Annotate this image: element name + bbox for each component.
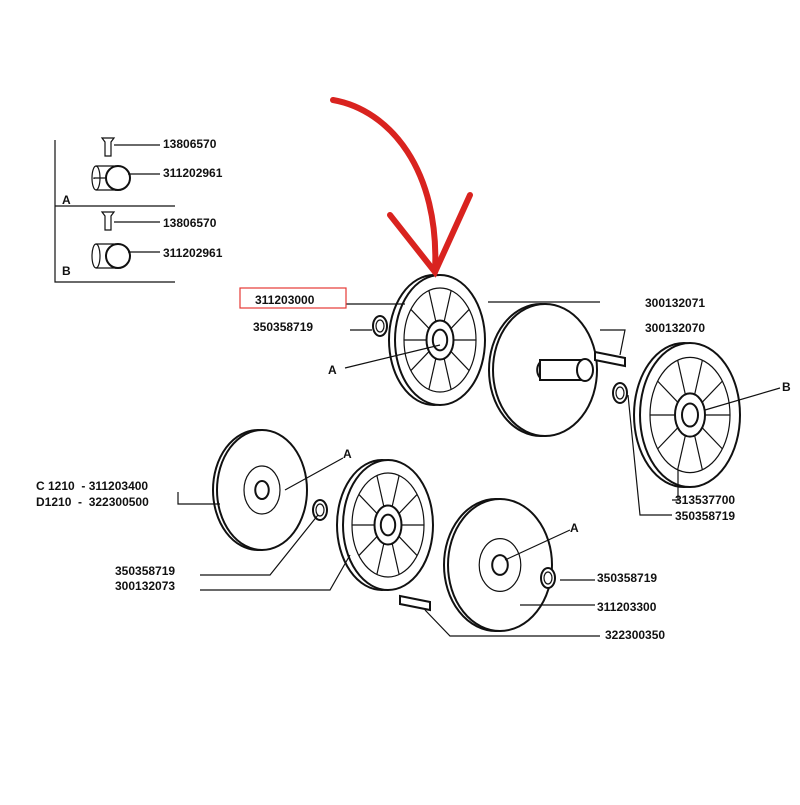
inset-a-screw-label: 13806570 <box>163 137 217 151</box>
part-label-highlighted[interactable]: 311203000 <box>255 293 315 307</box>
leader-lines <box>177 301 781 637</box>
pin-upper <box>594 350 626 368</box>
part-label-variant-d[interactable]: D1210 - 322300500 <box>36 495 149 509</box>
inset-b-label: B <box>62 264 71 278</box>
washer-icon <box>540 567 556 589</box>
part-label-wheel-right[interactable]: 313537700 <box>675 493 735 507</box>
part-label-washer-lower-left[interactable]: 350358719 <box>115 564 175 578</box>
part-label-pin-upper[interactable]: 300132070 <box>645 321 705 335</box>
part-label-pin-lower[interactable]: 322300350 <box>605 628 665 642</box>
part-label-variant-c[interactable]: C 1210 - 311203400 <box>36 479 148 493</box>
detail-a-label-2: A <box>343 447 352 461</box>
part-label-disc-lower[interactable]: 311203300 <box>597 600 657 614</box>
inset-frame <box>54 137 175 283</box>
part-label-washer-right[interactable]: 350358719 <box>675 509 735 523</box>
inset-b-bushing-label: 311202961 <box>163 246 223 260</box>
part-label-washer-lower-right[interactable]: 350358719 <box>597 571 657 585</box>
bushing-icon <box>91 165 131 191</box>
detail-a-label-3: A <box>570 521 579 535</box>
parts-group <box>212 274 741 632</box>
part-label-disc-upper[interactable]: 300132071 <box>645 296 705 310</box>
spoked-wheel-lower <box>336 459 434 591</box>
spoked-wheel-right <box>633 342 741 488</box>
bushing-icon <box>91 243 131 269</box>
inset-a-bushing-label: 311202961 <box>163 166 223 180</box>
disc-variant <box>212 429 308 551</box>
detail-b-label: B <box>782 380 791 394</box>
washer-icon <box>612 382 628 404</box>
spoked-wheel-highlighted <box>388 274 486 406</box>
washer-icon <box>312 499 328 521</box>
pin-lower <box>399 594 431 612</box>
part-label-washer-1[interactable]: 350358719 <box>253 320 313 334</box>
highlight-box <box>239 287 347 309</box>
screw-icon <box>100 211 116 231</box>
inset-b-screw-label: 13806570 <box>163 216 217 230</box>
inset-a-label: A <box>62 193 71 207</box>
part-label-wheel-lower[interactable]: 300132073 <box>115 579 175 593</box>
red-arrow-annotation <box>330 97 473 278</box>
hub-bore <box>576 358 594 382</box>
screw-icon <box>100 137 116 157</box>
disc-lower <box>443 498 553 632</box>
washer-icon <box>372 315 388 337</box>
detail-a-label-1: A <box>328 363 337 377</box>
